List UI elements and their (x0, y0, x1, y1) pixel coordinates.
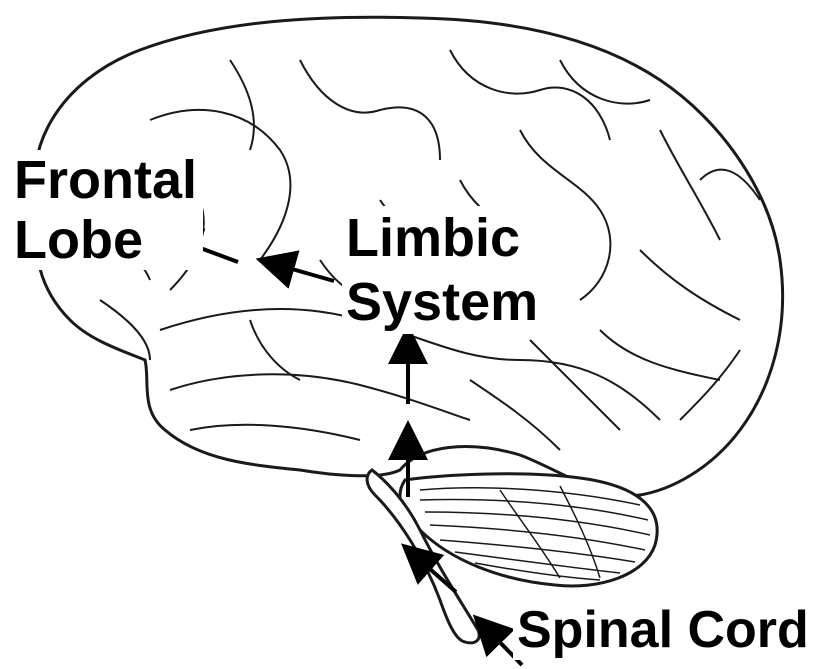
frontal-lobe-label: Frontal Lobe (14, 150, 203, 270)
limbic-system-label: Limbic System (342, 206, 542, 334)
limbic-system-label-line1: Limbic (346, 206, 538, 270)
frontal-lobe-label-line2: Lobe (14, 210, 197, 270)
limbic-system-label-line2: System (346, 270, 538, 334)
frontal-lobe-label-line1: Frontal (14, 150, 197, 210)
spinal-cord-label: Spinal Cord (513, 600, 813, 660)
